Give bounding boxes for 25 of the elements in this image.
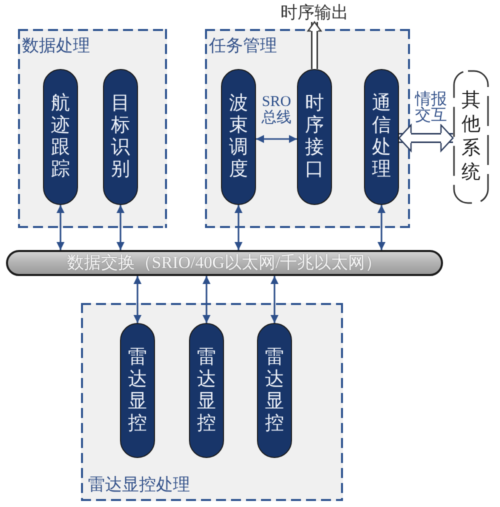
process-pill: 航迹跟踪 — [43, 69, 78, 205]
group-title: 数据处理 — [22, 36, 90, 56]
group-box — [18, 29, 167, 228]
process-pill: 目标识别 — [103, 69, 138, 205]
process-pill: 时序接口 — [297, 69, 332, 205]
double-arrow — [378, 205, 386, 250]
group-title: 任务管理 — [209, 36, 277, 56]
process-pill: 波束调度 — [221, 69, 256, 205]
process-pill: 雷达显控 — [189, 323, 224, 458]
double-arrow — [256, 135, 297, 143]
process-pill: 雷达显控 — [120, 323, 155, 458]
double-arrow — [116, 205, 124, 250]
dashed-rounded-box: 其他系统 — [453, 70, 489, 204]
bus-bar: 数据交换（SRIO/40G以太网/千兆以太网） — [6, 250, 443, 276]
double-arrow — [202, 276, 210, 323]
double-arrow — [234, 205, 242, 250]
double-arrow — [134, 276, 142, 323]
process-pill: 通信处理 — [364, 69, 399, 205]
process-pill: 雷达显控 — [257, 323, 292, 458]
group-box — [81, 303, 343, 501]
group-title: 雷达显控处理 — [88, 475, 190, 495]
output-label: 时序输出 — [276, 3, 353, 22]
group-box — [205, 29, 410, 228]
double-arrow — [270, 276, 278, 323]
double-arrow — [56, 205, 64, 250]
